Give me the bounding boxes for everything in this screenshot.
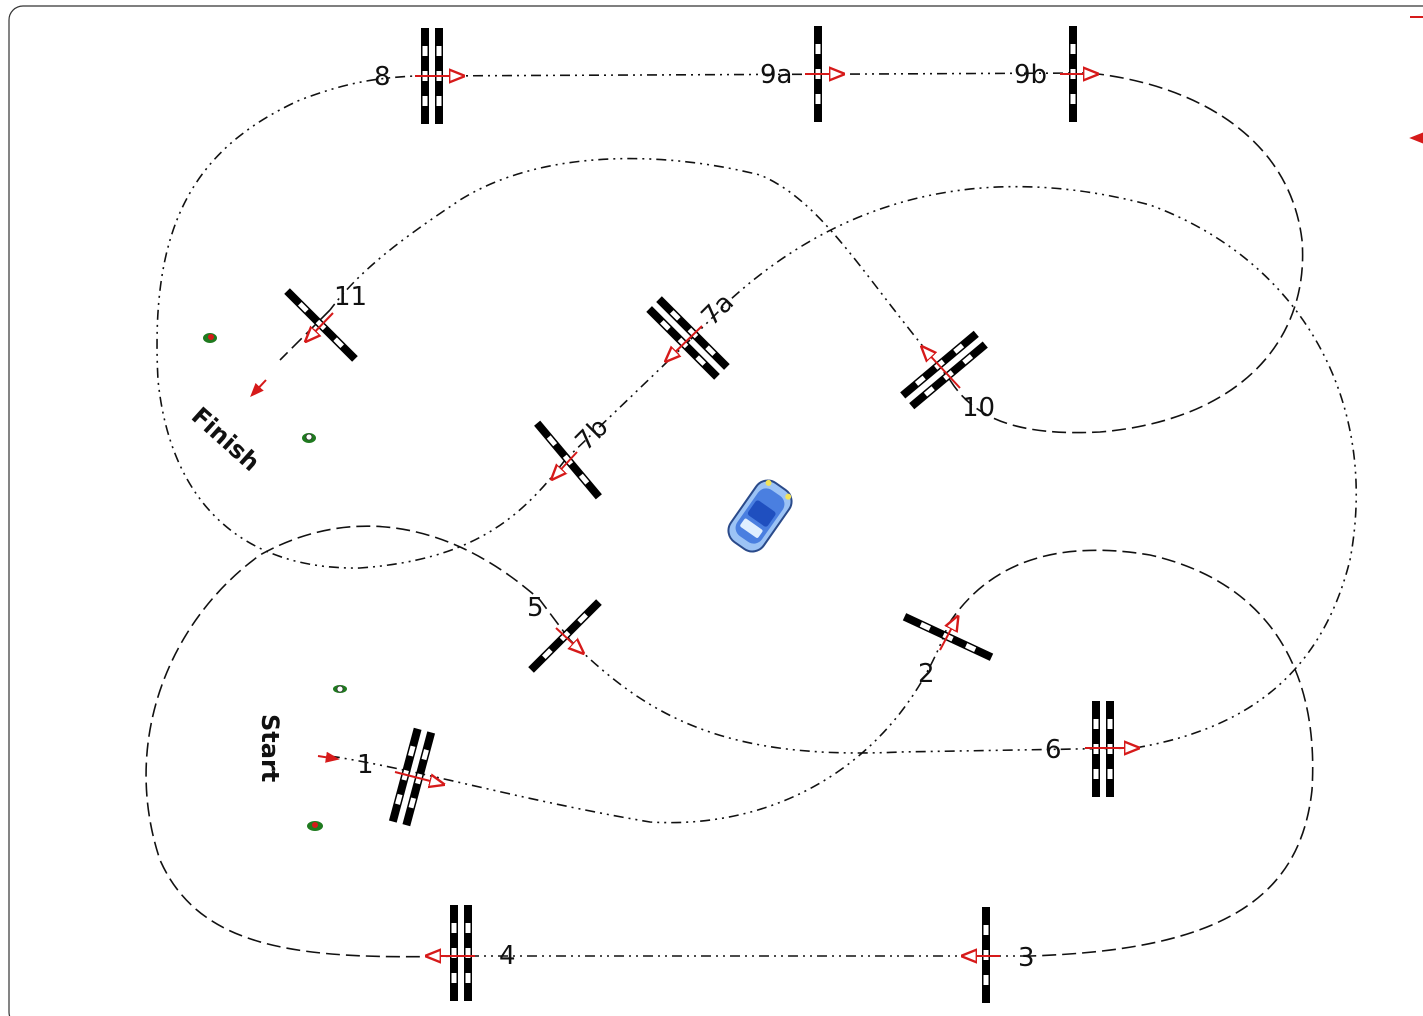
direction-arrow-icon	[252, 380, 266, 395]
direction-arrows	[252, 17, 1423, 956]
start-label: Start	[256, 714, 284, 782]
course-frame	[9, 6, 1423, 1016]
gate-label-1: 1	[357, 750, 374, 780]
cone-icon	[333, 685, 347, 693]
gate-label-11: 11	[334, 282, 367, 312]
car-icon	[723, 475, 797, 557]
gate-label-5: 5	[527, 593, 544, 623]
gate-labels: 1 2 3 4 5 6 7a 7b 8 9a 9b 10 11	[334, 60, 1062, 973]
gate-label-7b: 7b	[570, 412, 615, 457]
gate-label-9a: 9a	[760, 60, 792, 90]
gate-label-8: 8	[374, 62, 391, 92]
gate-label-2: 2	[918, 659, 935, 689]
gate-label-4: 4	[499, 941, 516, 971]
finish-label: Finish	[186, 402, 265, 477]
cone-icon	[203, 333, 217, 343]
gate-label-10: 10	[962, 393, 995, 423]
gate-label-3: 3	[1018, 943, 1035, 973]
cone-icon	[307, 821, 323, 831]
gate-label-9b: 9b	[1014, 60, 1047, 90]
gate-label-7a: 7a	[696, 288, 740, 332]
gate-4	[450, 905, 472, 1001]
gate-label-6: 6	[1045, 735, 1062, 765]
cone-icon	[302, 433, 316, 443]
